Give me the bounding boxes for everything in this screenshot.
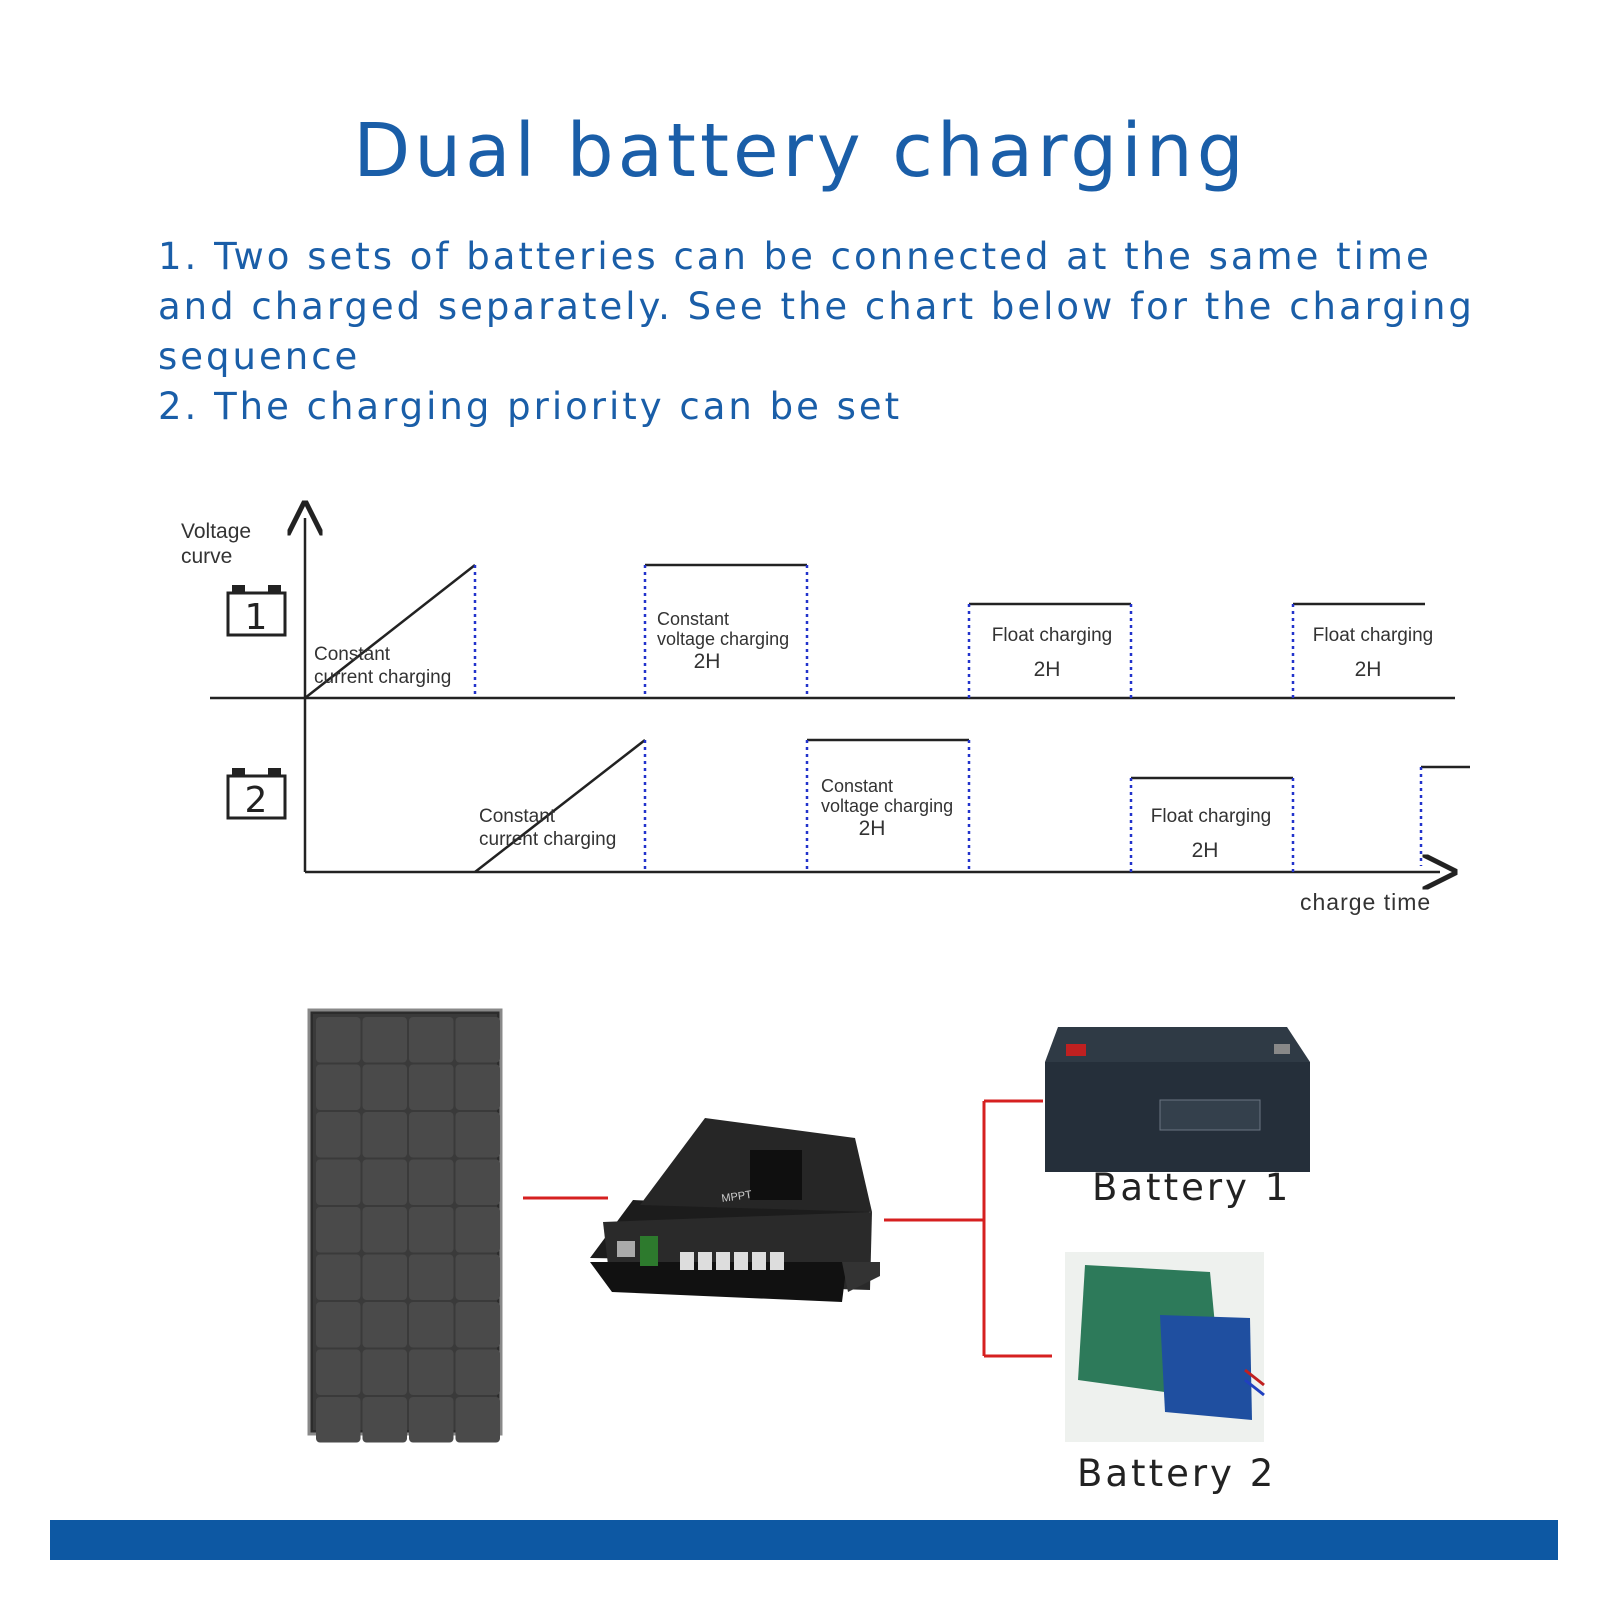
battery2-icon: 2 <box>226 768 287 821</box>
solar-cell <box>362 1159 407 1205</box>
solar-cell <box>409 1159 454 1205</box>
battery2-float1-segment <box>1129 776 1295 872</box>
mppt-controller-image: MPPT <box>590 1118 880 1302</box>
solar-cell <box>409 1302 454 1348</box>
battery1-float1-label: Float charging <box>992 625 1112 646</box>
x-axis-label: charge time <box>1300 889 1431 915</box>
battery1-image <box>1045 1027 1310 1172</box>
solar-cell <box>409 1207 454 1253</box>
battery2-next-segment <box>1419 765 1470 866</box>
page-title: Dual battery charging <box>353 108 1248 194</box>
y-axis-label: Voltage <box>181 520 251 543</box>
battery1-cv-label: voltage charging <box>657 629 789 649</box>
solar-cell <box>362 1349 407 1395</box>
intro-text: 1. Two sets of batteries can be connecte… <box>158 232 1498 432</box>
battery2-cv-label: Constant <box>821 776 893 796</box>
solar-panel-cells <box>316 1017 500 1443</box>
intro-line: sequence <box>158 335 361 378</box>
battery2-cv-label: voltage charging <box>821 796 953 816</box>
solar-cell <box>316 1349 361 1395</box>
battery1-float1-time: 2H <box>1034 658 1061 681</box>
solar-cell <box>409 1017 454 1063</box>
battery2-float1-time: 2H <box>1192 839 1219 862</box>
battery1-cc-label: Constant <box>314 644 391 665</box>
battery2-caption: Battery 2 <box>1077 1452 1277 1495</box>
solar-cell <box>316 1064 361 1110</box>
solar-cell <box>455 1254 500 1300</box>
solar-cell <box>362 1017 407 1063</box>
battery1-cc-label: current charging <box>314 667 451 688</box>
battery2-image <box>1065 1252 1265 1442</box>
battery2-cv-segment <box>805 738 971 872</box>
intro-line: and charged separately. See the chart be… <box>158 285 1475 328</box>
battery2-cc-label: current charging <box>479 829 616 850</box>
intro-line: 2. The charging priority can be set <box>158 385 903 428</box>
battery2-float1-label: Float charging <box>1151 806 1271 827</box>
solar-cell <box>316 1254 361 1300</box>
solar-cell <box>316 1302 361 1348</box>
solar-cell <box>362 1064 407 1110</box>
battery1-cv-label: Constant <box>657 609 729 629</box>
solar-cell <box>362 1112 407 1158</box>
battery1-number: 1 <box>245 597 268 638</box>
solar-cell <box>409 1349 454 1395</box>
intro-line: 1. Two sets of batteries can be connecte… <box>158 235 1432 278</box>
mppt-label: MPPT <box>721 1189 753 1205</box>
solar-cell <box>316 1207 361 1253</box>
y-axis-label: curve <box>181 545 232 568</box>
solar-cell <box>455 1349 500 1395</box>
battery2-number: 2 <box>245 780 268 821</box>
battery2-cc-segment <box>474 739 647 873</box>
battery2-cv-time: 2H <box>859 817 886 840</box>
solar-cell <box>362 1254 407 1300</box>
solar-cell <box>316 1159 361 1205</box>
battery1-icon: 1 <box>226 585 287 638</box>
battery1-float2-label: Float charging <box>1313 625 1433 646</box>
solar-cell <box>455 1159 500 1205</box>
solar-cell <box>409 1397 454 1443</box>
solar-cell <box>362 1302 407 1348</box>
solar-cell <box>409 1064 454 1110</box>
battery1-cv-segment <box>643 563 809 698</box>
solar-cell <box>455 1397 500 1443</box>
battery1-float2-time: 2H <box>1355 658 1382 681</box>
solar-cell <box>409 1112 454 1158</box>
solar-cell <box>316 1017 361 1063</box>
solar-cell <box>316 1112 361 1158</box>
solar-cell <box>455 1017 500 1063</box>
solar-cell <box>409 1254 454 1300</box>
solar-cell <box>362 1397 407 1443</box>
battery1-float1-segment <box>967 602 1133 698</box>
solar-cell <box>316 1397 361 1443</box>
battery2-cc-label: Constant <box>479 806 556 827</box>
solar-cell <box>455 1302 500 1348</box>
solar-cell <box>455 1112 500 1158</box>
footer-bar <box>50 1520 1558 1560</box>
solar-cell <box>362 1207 407 1253</box>
solar-cell <box>455 1064 500 1110</box>
battery1-cc-segment <box>304 564 477 699</box>
battery1-cv-time: 2H <box>694 650 721 673</box>
solar-cell <box>455 1207 500 1253</box>
battery1-caption: Battery 1 <box>1092 1166 1292 1209</box>
battery1-float2-segment <box>1291 602 1425 698</box>
